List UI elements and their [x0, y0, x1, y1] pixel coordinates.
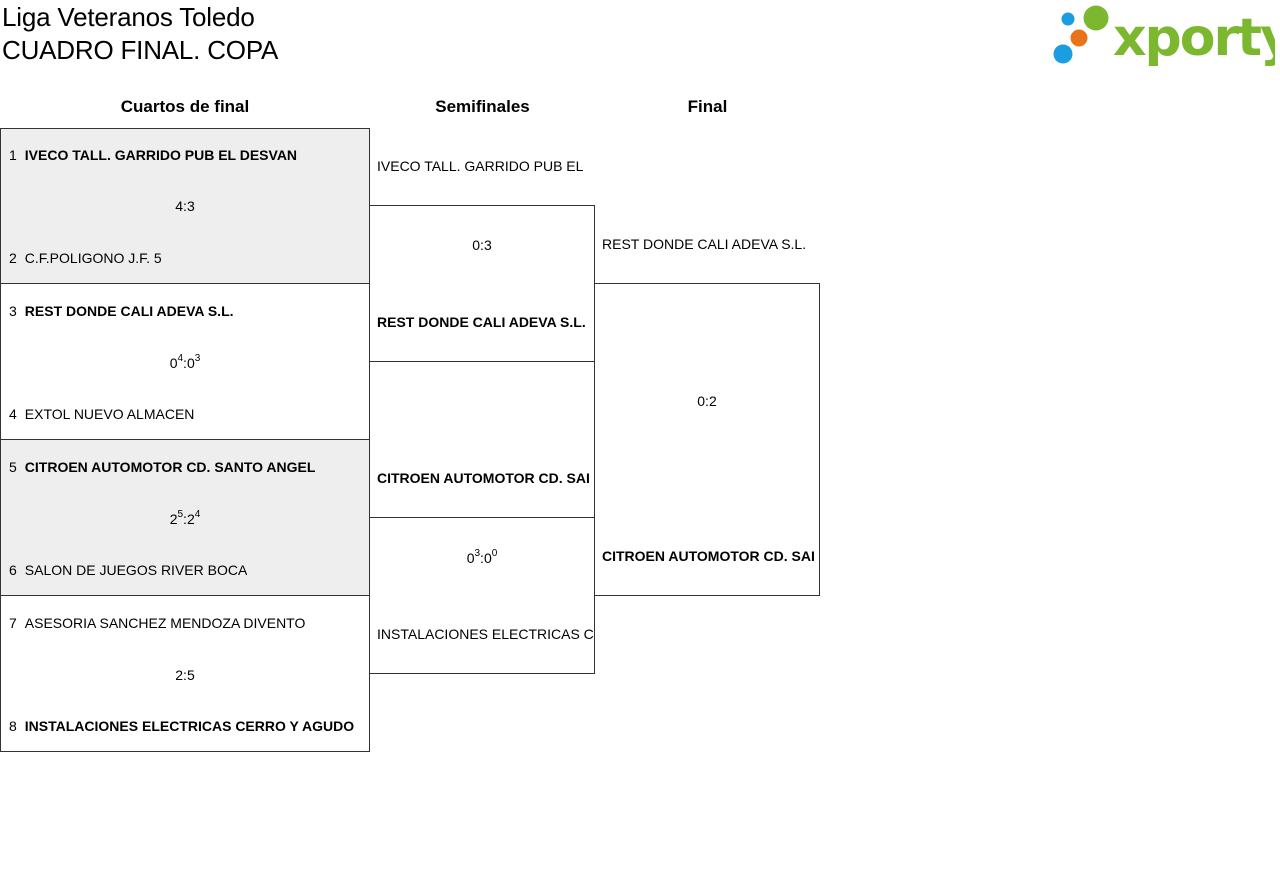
semifinal-2-team-2: INSTALACIONES ELECTRICAS C — [377, 626, 594, 642]
team-name: IVECO TALL. GARRIDO PUB EL DESVAN — [24, 147, 298, 163]
match-score: 04:03 — [169, 353, 201, 371]
team-seed: 7 — [9, 615, 17, 631]
team-entry: 5 CITROEN AUTOMOTOR CD. SANTO ANGEL — [9, 458, 315, 476]
match-score: 03:00 — [466, 548, 498, 566]
match-score: 0:3 — [472, 237, 492, 253]
quarterfinal-match-2: 3 REST DONDE CALI ADEVA S.L. 04:03 4 EXTOL… — [0, 283, 370, 440]
logo-dot-blue — [1053, 44, 1073, 64]
team-name: C.F.POLIGONO J.F. 5 — [24, 250, 162, 266]
team-seed: 2 — [9, 250, 17, 266]
final-team-2: CITROEN AUTOMOTOR CD. SAI — [602, 548, 815, 564]
team-entry: 7 ASESORIA SANCHEZ MENDOZA DIVENTO — [9, 614, 305, 632]
team-name: SALON DE JUEGOS RIVER BOCA — [24, 562, 248, 578]
round-header-quarterfinals: Cuartos de final — [120, 97, 250, 116]
match-score: 4:3 — [175, 198, 195, 214]
team-entry: 2 C.F.POLIGONO J.F. 5 — [9, 249, 162, 267]
round-header-final: Final — [687, 97, 728, 116]
team-entry: 8 INSTALACIONES ELECTRICAS CERRO Y AGUDO — [9, 717, 354, 735]
team-entry: 1 IVECO TALL. GARRIDO PUB EL DESVAN — [9, 146, 297, 164]
team-entry: 3 REST DONDE CALI ADEVA S.L. — [9, 302, 234, 320]
svg-text:xporty: xporty — [1113, 8, 1275, 66]
team-seed: 3 — [9, 303, 17, 319]
round-header-semifinals: Semifinales — [435, 97, 530, 116]
team-seed: 5 — [9, 459, 17, 475]
logo-dot-blue-small — [1061, 12, 1075, 26]
team-seed: 4 — [9, 406, 17, 422]
semifinal-match-2: 03:00 INSTALACIONES ELECTRICAS C — [369, 517, 595, 674]
team-seed: 1 — [9, 147, 17, 163]
team-seed: 6 — [9, 562, 17, 578]
quarterfinal-match-3: 5 CITROEN AUTOMOTOR CD. SANTO ANGEL 25:24… — [0, 439, 370, 596]
page-title: Liga Veteranos Toledo — [2, 2, 255, 32]
brand-logo: xporty — [1051, 4, 1280, 68]
logo-dot-green — [1083, 5, 1109, 31]
page-subtitle: CUADRO FINAL. COPA — [2, 35, 279, 65]
match-score: 25:24 — [169, 509, 201, 527]
semifinal-2-team-1: CITROEN AUTOMOTOR CD. SAI — [377, 470, 590, 486]
team-name: EXTOL NUEVO ALMACEN — [24, 406, 195, 422]
team-entry: 6 SALON DE JUEGOS RIVER BOCA — [9, 561, 247, 579]
team-seed: 8 — [9, 718, 17, 734]
xporty-logo-icon: xporty — [1053, 5, 1280, 68]
team-name: INSTALACIONES ELECTRICAS CERRO Y AGUDO — [24, 718, 355, 734]
semifinal-1-team-2: REST DONDE CALI ADEVA S.L. — [377, 314, 586, 330]
team-entry: 4 EXTOL NUEVO ALMACEN — [9, 405, 194, 423]
team-name: CITROEN AUTOMOTOR CD. SANTO ANGEL — [24, 459, 316, 475]
semifinal-match-1: 0:3 REST DONDE CALI ADEVA S.L. — [369, 205, 595, 362]
team-name: ASESORIA SANCHEZ MENDOZA DIVENTO — [24, 615, 306, 631]
match-score: 0:2 — [697, 393, 717, 409]
final-team-1: REST DONDE CALI ADEVA S.L. — [602, 236, 807, 252]
team-name: REST DONDE CALI ADEVA S.L. — [24, 303, 234, 319]
logo-dot-orange — [1070, 29, 1088, 47]
match-score: 2:5 — [175, 667, 195, 683]
quarterfinal-match-1: 1 IVECO TALL. GARRIDO PUB EL DESVAN 4:3 2… — [0, 128, 370, 284]
final-match: 0:2 CITROEN AUTOMOTOR CD. SAI — [594, 283, 820, 596]
semifinal-1-team-1: IVECO TALL. GARRIDO PUB EL — [377, 158, 584, 174]
